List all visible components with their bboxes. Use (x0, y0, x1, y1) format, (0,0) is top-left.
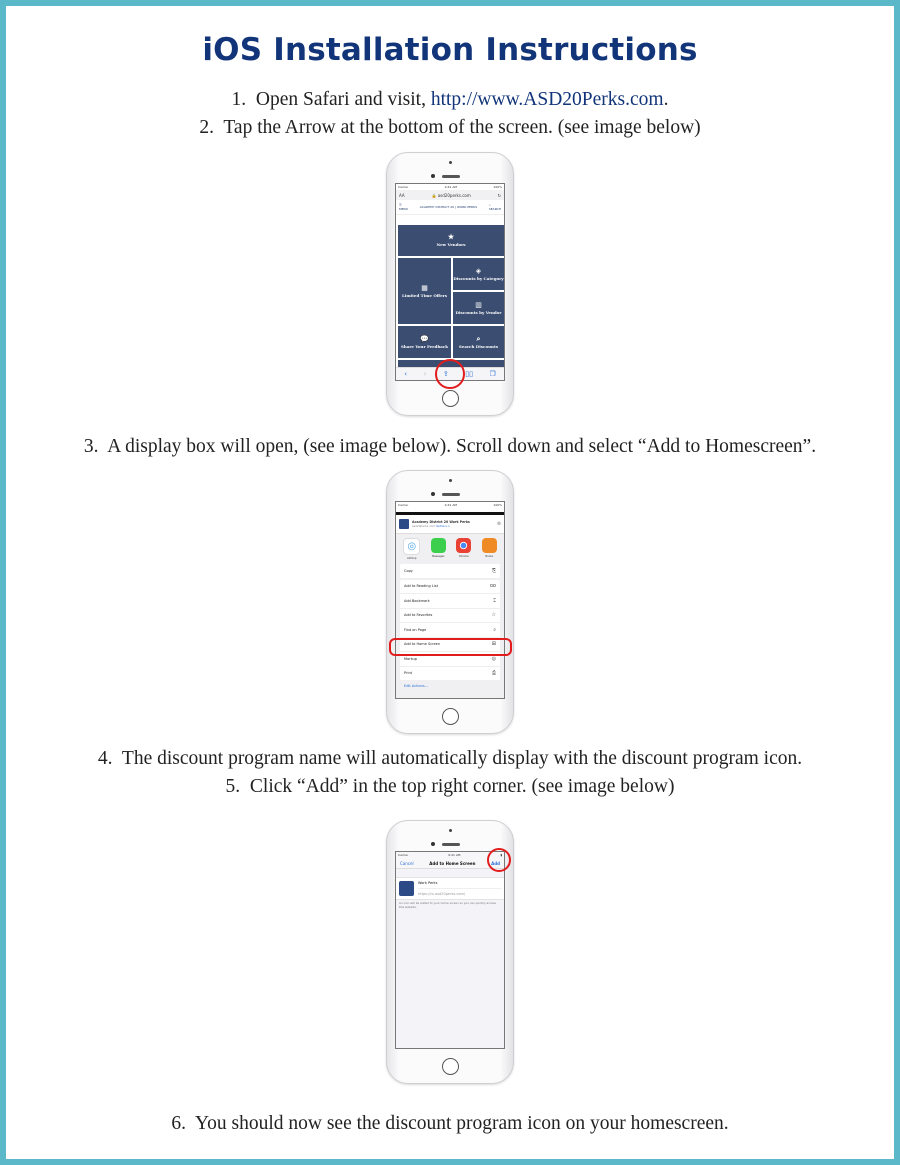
action-add-to-favorites[interactable]: Add to Favorites☆ (400, 609, 500, 623)
speaker-icon (442, 493, 460, 496)
add-home-note: An icon will be added to your home scree… (399, 901, 496, 909)
step-6: 6. You should now see the discount progr… (171, 1113, 729, 1134)
sensor-icon (431, 492, 435, 496)
url-field: https://m.asd20perks.com/ (418, 888, 501, 896)
action-copy[interactable]: Copy⎘ (404, 567, 496, 574)
speaker-icon (442, 175, 460, 178)
tile-new-vendors[interactable]: ★New Vendors (398, 225, 504, 256)
books-icon (481, 538, 497, 553)
step-2: 2. Tap the Arrow at the bottom of the sc… (199, 117, 701, 138)
website-link[interactable]: http://www.ASD20Perks.com (430, 89, 664, 110)
step-3: 3. A display box will open, (see image b… (83, 436, 817, 457)
step-4: 4. The discount program name will automa… (97, 748, 803, 769)
share-apps-row: ◎AirDrop Messages Chrome Books (396, 534, 504, 562)
add-home-form: Work Perks https://m.asd20perks.com/ (396, 877, 504, 900)
app-chrome[interactable]: Chrome (456, 538, 472, 560)
action-find-on-page[interactable]: Find on Page⌕ (400, 623, 500, 638)
app-airdrop[interactable]: ◎AirDrop (403, 538, 421, 560)
share-sheet-header: Academy District 20 Work Perks asd20perk… (396, 515, 504, 534)
home-button (442, 390, 459, 407)
calendar-icon: ▦ (421, 282, 428, 292)
tile-discounts-by-vendor[interactable]: ▥Discounts by Vendor (453, 292, 504, 324)
phone-share-sheet-screenshot: Carrier 9:41 AM 100% Academy District 20… (386, 470, 514, 734)
navbar-title: Add to Home Screen (429, 860, 476, 866)
camera-icon (449, 829, 452, 832)
site-header: ☰MENU ACADEMY DISTRICT 20 | WORK PERKS ⌕… (396, 200, 504, 215)
url-bar[interactable]: AA 🔒 asd20perks.com ↻ (396, 190, 504, 200)
markup-icon: ◎ (491, 655, 496, 662)
search-icon: ⌕ (476, 333, 481, 343)
phone-screen: Carrier 9:41 AM ▮ Cancel Add to Home Scr… (395, 851, 505, 1049)
star-icon: ★ (447, 232, 455, 242)
tile-limited-time-offers[interactable]: ▦Limited Time Offers (398, 258, 451, 324)
share-sheet: Academy District 20 Work Perks asd20perk… (396, 512, 504, 698)
camera-icon (449, 161, 452, 164)
site-icon (399, 519, 409, 529)
app-messages[interactable]: Messages (430, 538, 446, 560)
tile-discounts-by-category[interactable]: ◈Discounts by Category (453, 258, 504, 290)
book-icon: ⌶ (492, 597, 496, 604)
camera-icon (449, 479, 452, 482)
tile-share-feedback[interactable]: 💬Share Your Feedback (398, 326, 451, 358)
action-markup[interactable]: Markup◎ (400, 652, 500, 667)
reload-icon[interactable]: ↻ (497, 192, 501, 198)
share-highlight-circle (435, 359, 465, 389)
name-field[interactable]: Work Perks (418, 881, 438, 885)
copy-icon: ⎘ (491, 567, 496, 574)
work-perks-app-icon (399, 881, 414, 896)
options-link[interactable]: Options > (435, 524, 451, 528)
action-add-to-home-screen[interactable]: Add to Home Screen⊞ (400, 638, 500, 652)
print-icon: ⎙ (491, 670, 496, 677)
phone-screen: Carrier 9:41 AM 100% Academy District 20… (395, 501, 505, 699)
home-button (442, 708, 459, 725)
status-bar: Carrier 9:41 AM 100% (398, 503, 502, 507)
sensor-icon (431, 174, 435, 178)
building-icon: ▥ (475, 299, 482, 309)
close-icon[interactable]: ⊗ (496, 521, 501, 527)
add-highlight-circle (487, 848, 511, 872)
status-bar: Carrier 9:41 AM 100% (398, 185, 502, 189)
add-square-icon: ⊞ (491, 641, 496, 648)
edit-actions-link[interactable]: Edit Actions... (404, 684, 429, 688)
home-button (442, 1058, 459, 1075)
step-1: 1. Open Safari and visit, http://www.ASD… (231, 89, 669, 110)
bookmarks-icon[interactable]: ▯▯ (465, 370, 473, 378)
phone-screen: Carrier 9:41 AM 100% AA 🔒 asd20perks.com… (395, 183, 505, 381)
add-to-home-highlight-box (389, 638, 512, 656)
tile-search-discounts[interactable]: ⌕Search Discounts (453, 326, 504, 358)
star-outline-icon: ☆ (491, 612, 496, 619)
url-domain: 🔒 asd20perks.com (431, 192, 471, 198)
step-5: 5. Click “Add” in the top right corner. … (225, 776, 675, 797)
airdrop-icon: ◎ (403, 538, 421, 555)
page-title: iOS Installation Instructions (202, 32, 698, 68)
tag-icon: ◈ (475, 265, 482, 275)
cancel-button[interactable]: Cancel (400, 860, 414, 866)
tabs-icon[interactable]: ❐ (489, 370, 496, 378)
menu-icon[interactable]: ☰MENU (399, 203, 408, 211)
search-icon[interactable]: ⌕SEARCH (488, 203, 501, 211)
sensor-icon (431, 842, 435, 846)
speaker-icon (442, 843, 460, 846)
messages-icon (430, 538, 446, 553)
search-icon: ⌕ (493, 626, 496, 633)
action-print[interactable]: Print⎙ (404, 670, 496, 677)
app-books[interactable]: Books (481, 538, 497, 560)
glasses-icon: oo (489, 583, 496, 590)
chat-icon: 💬 (420, 333, 429, 343)
chrome-icon (456, 538, 472, 553)
site-logo: ACADEMY DISTRICT 20 | WORK PERKS (419, 205, 478, 209)
action-add-bookmark[interactable]: Add Bookmark⌶ (400, 594, 500, 609)
copy-group: Copy⎘ (400, 564, 500, 578)
back-icon[interactable]: ‹ (404, 370, 408, 378)
forward-icon[interactable]: › (423, 370, 427, 378)
